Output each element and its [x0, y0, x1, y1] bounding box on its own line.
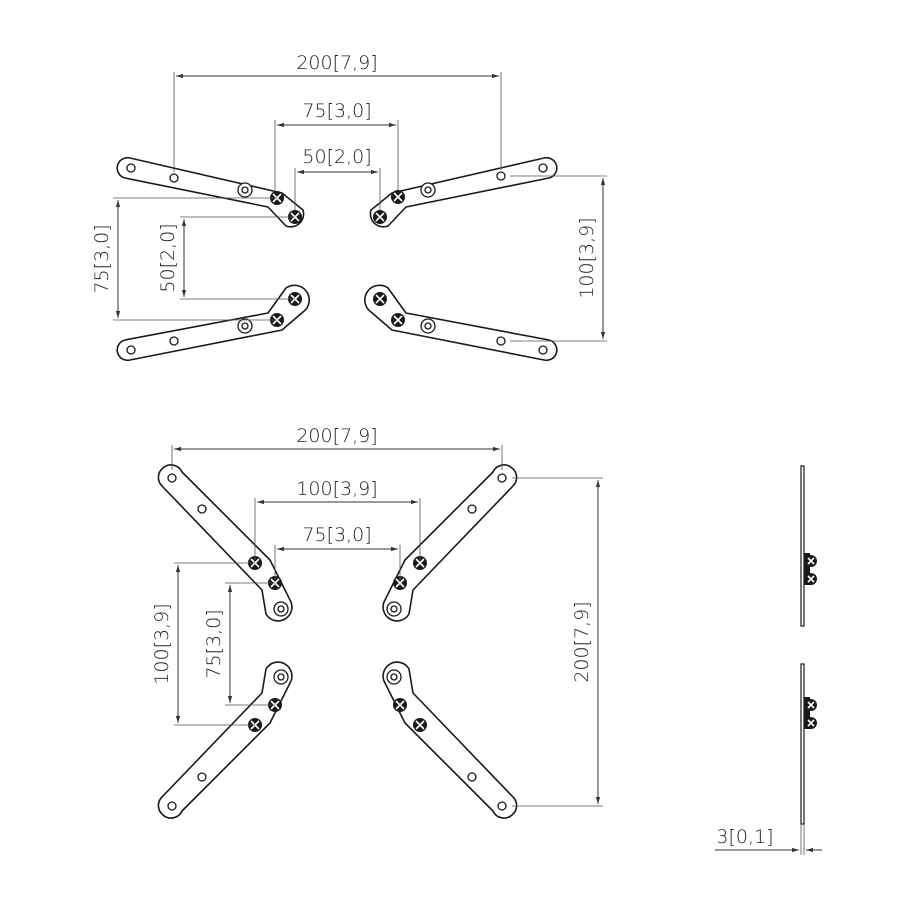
top-dim-left-50: 50[2,0] — [157, 216, 295, 300]
bottom-right-upper-arm — [382, 464, 518, 622]
bottom-view: 200[7,9] 100[3,9] 75[3,0] 100[3,9] 75[3,… — [151, 425, 603, 819]
top-left-lower-arm — [116, 284, 310, 362]
side-dim-thickness: 3[0,1] — [715, 824, 822, 855]
top-dim-left-50-label: 50[2,0] — [157, 223, 179, 292]
top-left-upper-arm — [116, 156, 305, 228]
bottom-dim-right-200: 200[7,9] — [512, 477, 603, 807]
side-view: 3[0,1] — [715, 465, 822, 855]
bottom-dim-left-100: 100[3,9] — [151, 562, 255, 726]
bottom-dim-left-75-label: 75[3,0] — [203, 609, 225, 678]
top-dim-right-100: 100[3,9] — [510, 175, 607, 342]
bottom-dim-left-100-label: 100[3,9] — [151, 603, 173, 684]
top-dim-left-75: 75[3,0] — [91, 197, 277, 321]
top-right-lower-arm — [364, 284, 558, 362]
top-dim-right-100-label: 100[3,9] — [576, 217, 598, 298]
top-dim-200-label: 200[7,9] — [296, 52, 377, 74]
bottom-right-lower-arm — [382, 661, 518, 819]
bottom-dim-200: 200[7,9] — [171, 425, 503, 470]
top-view: 200[7,9] 75[3,0] 50[2,0] 75[3,0] 50[2,0] — [91, 52, 607, 362]
bottom-dim-75-label: 75[3,0] — [302, 524, 371, 546]
top-dim-75-label: 75[3,0] — [302, 100, 371, 122]
bottom-dim-right-200-label: 200[7,9] — [571, 601, 593, 682]
top-dim-left-75-label: 75[3,0] — [91, 224, 113, 293]
bottom-dim-200-label: 200[7,9] — [296, 425, 377, 447]
top-right-upper-arm — [369, 156, 558, 228]
side-upper-plate — [800, 465, 817, 627]
bottom-left-lower-arm — [157, 661, 293, 819]
top-dim-200: 200[7,9] — [173, 52, 502, 172]
top-dim-50: 50[2,0] — [294, 146, 381, 210]
side-lower-plate — [800, 663, 817, 825]
bottom-dim-75: 75[3,0] — [274, 524, 401, 580]
bottom-dim-100: 100[3,9] — [254, 478, 421, 560]
bottom-dim-left-75: 75[3,0] — [203, 582, 275, 706]
side-dim-thickness-label: 3[0,1] — [716, 826, 773, 848]
top-dim-50-label: 50[2,0] — [302, 146, 371, 168]
bottom-left-upper-arm — [157, 464, 293, 622]
top-dim-75: 75[3,0] — [274, 100, 399, 190]
bottom-dim-100-label: 100[3,9] — [296, 478, 377, 500]
